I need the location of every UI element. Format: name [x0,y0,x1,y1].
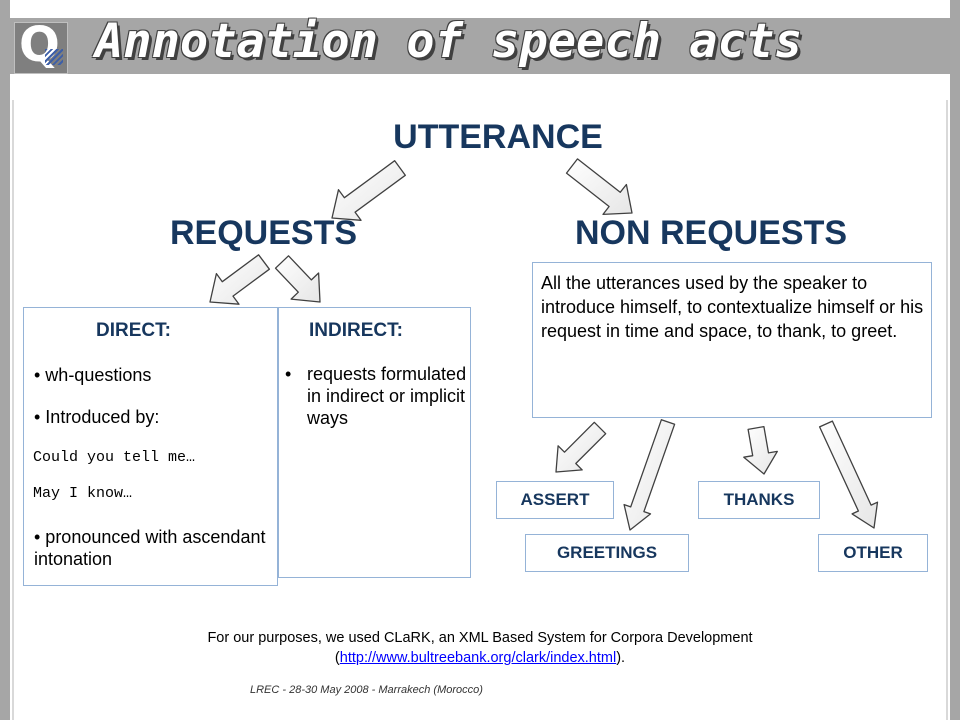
direct-example-1: Could you tell me… [33,449,196,466]
left-frame-border [0,0,10,720]
footer-paren-open: ( [334,650,340,666]
slide-title: Annotation of speech acts [95,14,803,69]
non-requests-heading: NON REQUESTS [575,214,848,252]
thanks-box: THANKS [698,481,820,519]
greetings-box: GREETINGS [525,534,689,572]
indirect-title: INDIRECT: [309,320,403,341]
assert-box: ASSERT [496,481,614,519]
direct-title: DIRECT: [96,320,171,341]
arrow-non-requests-to-other [818,420,879,529]
bullet-marker: • [285,364,292,384]
arrow-non-requests-to-thanks [743,425,778,475]
footer-text: For our purposes, we used CLaRK, an XML … [207,630,753,646]
utterance-heading: UTTERANCE [393,118,603,156]
requests-heading: REQUESTS [170,214,358,252]
direct-bullet-3: • pronounced with ascendant intonation [34,527,266,569]
direct-bullet-1: • wh-questions [34,365,152,385]
title-bar [10,18,950,74]
logo-icon: Q [14,17,68,74]
arrow-non-requests-to-assert [555,421,607,473]
non-requests-description: All the utterances used by the speaker t… [541,273,924,341]
arrow-utterance-to-requests [331,160,406,221]
arrow-requests-to-direct [209,254,271,305]
non-requests-description-box: All the utterances used by the speaker t… [532,262,932,418]
left-frame-line [12,100,14,720]
arrow-non-requests-to-greetings [623,419,676,531]
footer-paren-close: ). [616,650,626,666]
arrow-utterance-to-non-requests [565,158,633,216]
direct-box: DIRECT: • wh-questions • Introduced by: … [23,307,278,586]
right-frame-border [950,0,960,720]
arrow-requests-to-indirect [274,255,321,303]
indirect-box: INDIRECT: • requests formulated in indir… [278,307,471,578]
conference-footer: LREC - 28-30 May 2008 - Marrakech (Moroc… [250,684,483,696]
direct-bullet-2: • Introduced by: [34,407,160,427]
direct-example-2: May I know… [33,485,133,502]
footer-note: For our purposes, we used CLaRK, an XML … [0,628,960,668]
clark-link[interactable]: http://www.bultreebank.org/clark/index.h… [339,650,617,666]
other-box: OTHER [818,534,928,572]
right-frame-line [946,100,948,720]
indirect-bullet: requests formulated in indirect or impli… [307,364,467,428]
